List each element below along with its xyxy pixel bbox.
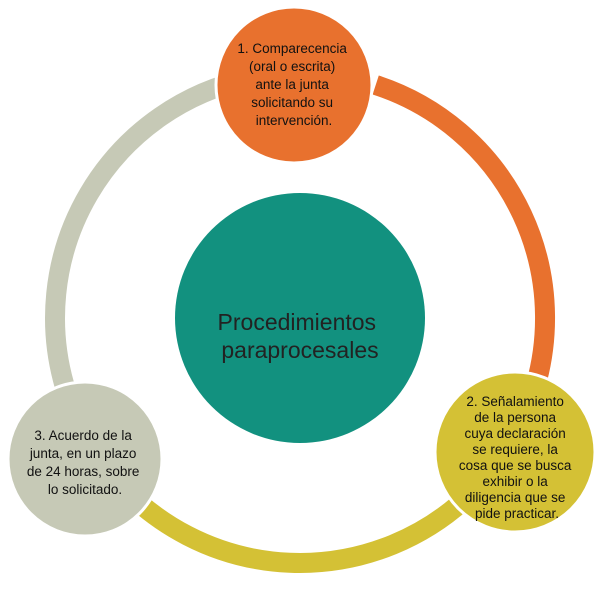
- step-circle-1: [214, 5, 374, 165]
- center-circle: [175, 193, 425, 443]
- step-node-3: 3. Acuerdo de la junta, en un plazo de 2…: [6, 380, 164, 538]
- center-label: Procedimientos paraprocesales: [218, 309, 383, 363]
- step-label-3: 3. Acuerdo de la junta, en un plazo de 2…: [27, 428, 143, 497]
- step-circle-3: [6, 380, 164, 538]
- connector-arc-1-to-2: [372, 75, 556, 414]
- step-node-1: 1. Comparecencia (oral o escrita) ante l…: [214, 5, 374, 165]
- step-circle-2: [433, 370, 597, 534]
- step-label-2: 2. Señalamiento de la persona cuya decla…: [459, 394, 575, 521]
- connector-arc-2-to-3: [104, 469, 481, 573]
- step-node-2: 2. Señalamiento de la persona cuya decla…: [433, 370, 597, 534]
- center-node: Procedimientos paraprocesales: [175, 193, 425, 443]
- connector-arc-3-to-1: [45, 68, 252, 393]
- step-label-1: 1. Comparecencia (oral o escrita) ante l…: [237, 41, 350, 128]
